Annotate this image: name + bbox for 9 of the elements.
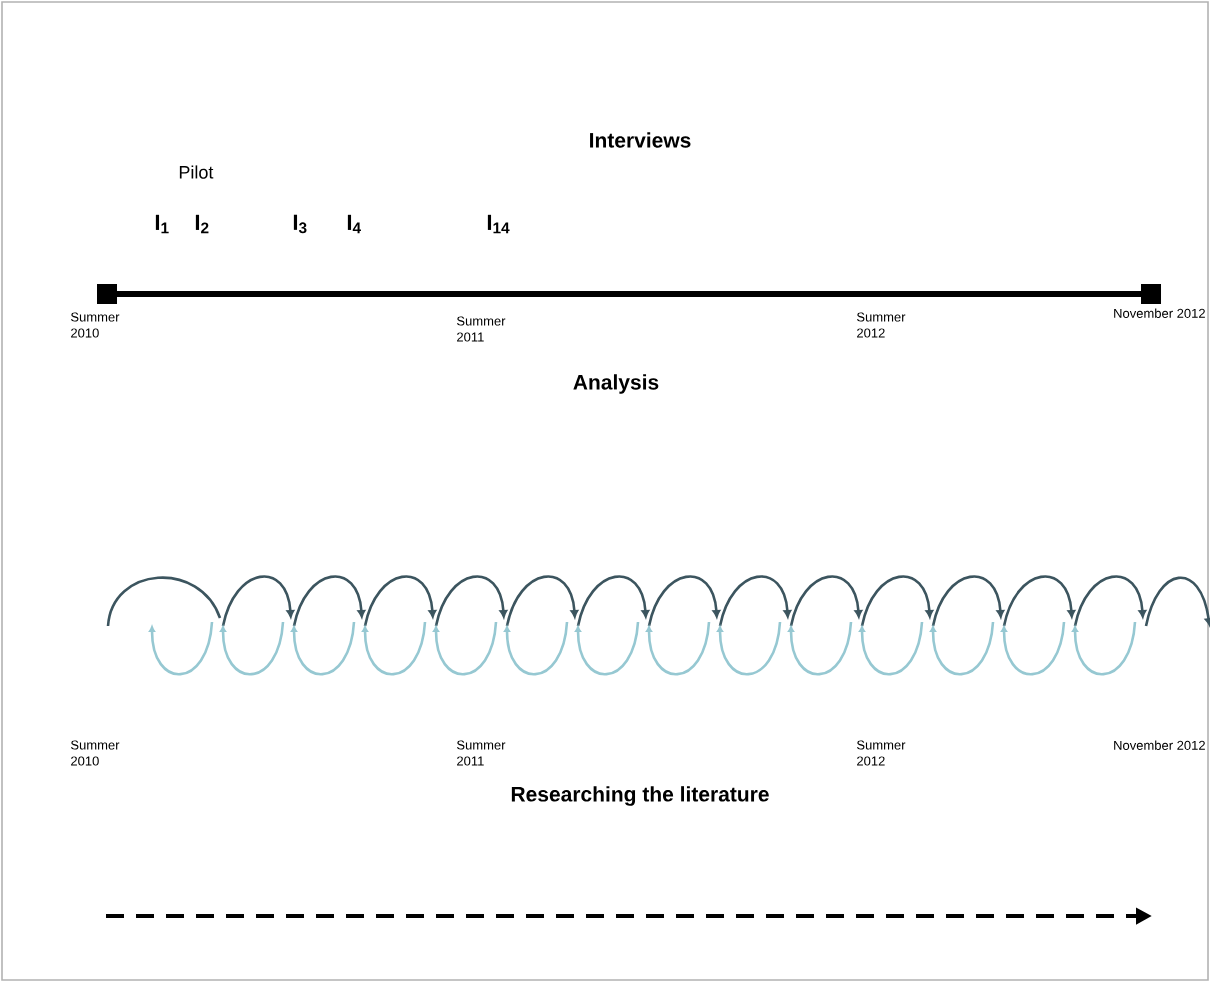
interview-marker: I$_{3}$ (293, 214, 307, 234)
section-heading: Analysis (573, 374, 659, 394)
interview-marker: I$_{4}$ (347, 214, 361, 234)
interview-marker: I$_{1}$ (155, 214, 169, 234)
section-heading: Interviews (590, 132, 691, 148)
interview-marker: I$_{14}$ (487, 214, 510, 234)
phase-label: Pilot (179, 165, 214, 179)
interview-marker: I$_{2}$ (195, 214, 209, 234)
section-heading: Researching the literature (511, 786, 769, 806)
